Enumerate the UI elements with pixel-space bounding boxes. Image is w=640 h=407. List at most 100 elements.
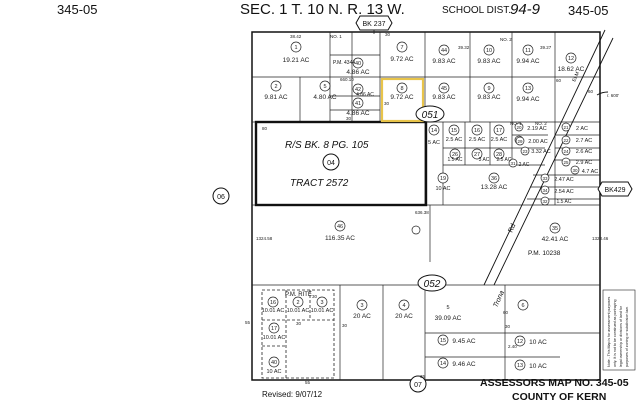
parcel-number: 9 (487, 86, 490, 92)
parcel-acreage: 2.00 AC (528, 139, 548, 145)
school-district-label: SCHOOL DIST. (442, 5, 512, 16)
dimension: 39.27 (540, 45, 552, 50)
parcel-acreage: 9.46 AC (452, 361, 475, 368)
parcel-number: 42 (355, 87, 361, 93)
parcel-number: 12 (568, 56, 574, 62)
block-04-circle (322, 153, 340, 171)
tract-2572-block (254, 120, 428, 207)
assessors-map-number: ASSESSORS MAP NO. 345-05 (480, 377, 629, 389)
parcel-acreage: 19.21 AC (283, 57, 310, 64)
parcel-acreage: 2.6 AC (576, 149, 593, 155)
tract-number: TRACT 2572 (290, 178, 349, 189)
parcel-acreage: 4.86 AC (346, 110, 369, 117)
block-labels: BK 237 BK429 06 07 051 052 04 (217, 21, 626, 389)
parcel-number: 3 (320, 300, 323, 306)
road-label-trona: Trona (492, 290, 506, 309)
book-reference-boxes (212, 15, 633, 393)
parcel-acreage: 10.01 AC (262, 308, 285, 314)
parcel-number: 24 (563, 149, 569, 154)
parcel-number: 19 (440, 176, 446, 182)
map-notice: Note - This Map is for assessment purpos… (607, 297, 629, 367)
parcel-acreage: 20 AC (353, 313, 371, 320)
parcel-number: 17 (271, 326, 277, 332)
bk429-label: BK429 (604, 187, 625, 194)
block-052-label: 052 (424, 279, 441, 290)
parcel-acreage: 10 AC (436, 186, 451, 192)
parcel-acreage: 9.94 AC (516, 96, 539, 103)
school-district-number: 94-9 (510, 1, 541, 18)
parcel-acreage: 3.32 AC (531, 149, 551, 155)
map-number-left: 345-05 (57, 2, 98, 17)
parcel-number: 30 (572, 168, 578, 173)
parcel-acreage: 10 AC (529, 339, 547, 346)
parcel-number: 15 (451, 128, 457, 134)
parcel-number: 29 (517, 139, 523, 144)
parcel-number: 20 (516, 125, 522, 130)
parcel-number: 22 (563, 138, 569, 143)
parcel-acreage: 10.01 AC (311, 308, 334, 314)
parcel-number: 35 (552, 226, 558, 232)
parcel-number: 31 (510, 161, 516, 166)
parcel-number: 23 (522, 149, 528, 154)
parcel-acreage: 9.81 AC (264, 94, 287, 101)
parcel-number: 2 (296, 300, 299, 306)
pm-rite-lots (261, 289, 335, 379)
parcel-acreage: 2.5 AC (446, 137, 463, 143)
parcel-number: 5 (446, 305, 449, 311)
notice-line: Note - This Map is for assessment purpos… (607, 297, 611, 367)
dimension: 2.40 (508, 344, 517, 349)
parcel-acreage: 9.72 AC (390, 94, 413, 101)
parcel-number: 21 (563, 125, 569, 130)
no2-top: NO. 2 (500, 37, 512, 42)
parcel-acreage: 2.19 AC (527, 126, 547, 132)
parcel-number: 1 (294, 45, 297, 51)
parcel-number: 7 (400, 45, 403, 51)
parcel-acreage: 9.94 AC (516, 58, 539, 65)
trona-road (483, 29, 614, 286)
parcel-acreage: 1.5 AC (556, 199, 571, 205)
parcel-acreage: 10.01 AC (263, 335, 286, 341)
parcel-number: 26 (452, 152, 458, 158)
dimension: 660.10 (340, 77, 354, 82)
parcel-acreage: 116.35 AC (325, 235, 355, 242)
parcel-acreage: 42.41 AC (542, 236, 569, 243)
notice-line: legal ownership or divisions of land for (619, 305, 623, 367)
dimension: 39.32 (458, 45, 470, 50)
dimension: 55 (245, 320, 251, 325)
dimension: 80 (262, 126, 268, 131)
parcel-number: 27 (474, 152, 480, 158)
parcel-number: 17 (496, 128, 502, 134)
parcel-number: 6 (521, 303, 524, 309)
parcel-acreage: 5 AC (428, 140, 440, 146)
pm-rite-label: P.M. RITE (285, 292, 312, 298)
parcel-map-4344: P.M. 4344 (333, 60, 355, 66)
dimension: 30 (296, 321, 302, 326)
bk237-label: BK 237 (363, 21, 386, 28)
section-township-range: SEC. 1 T. 10 N. R. 13 W. (240, 1, 405, 18)
block-051-oval (415, 105, 445, 123)
highlighted-parcel (380, 77, 425, 123)
parcel-number: 15 (440, 338, 446, 344)
block-04-label: 04 (327, 160, 335, 167)
no1-top: NO. 1 (330, 34, 342, 39)
parcel-number: 34 (542, 188, 548, 193)
dimension-labels: 38.42 30 39.32 39.27 660.10 30 30 80 636… (245, 32, 619, 385)
tract-labels: R/S BK. 8 PG. 105 TRACT 2572 P.M. 10238 … (285, 34, 561, 298)
county-name: COUNTY OF KERN (512, 391, 607, 403)
road-label-rd: Rd (507, 223, 517, 234)
parcel-map-10238: P.M. 10238 (528, 250, 561, 257)
parcel-acreage: 9.72 AC (390, 56, 413, 63)
no2-mid: NO. 2 (535, 121, 547, 126)
dimension: 60 (556, 78, 562, 83)
parcel-acreage: 18.62 AC (558, 66, 585, 73)
parcel-acreage: 4.80 AC (313, 94, 336, 101)
parcel-acreage: 2.47 AC (554, 177, 574, 183)
parcel-acreage: 2 AC (576, 126, 588, 132)
parcel-acreage: 4.86 AC (346, 69, 369, 76)
revised-date: Revised: 9/07/12 (262, 390, 323, 399)
parcel-acreage: 9.83 AC (477, 94, 500, 101)
parcel-acreage: 10 AC (267, 369, 282, 375)
parcel-number: 11 (525, 48, 531, 54)
dimension: 636.38 (415, 210, 429, 215)
